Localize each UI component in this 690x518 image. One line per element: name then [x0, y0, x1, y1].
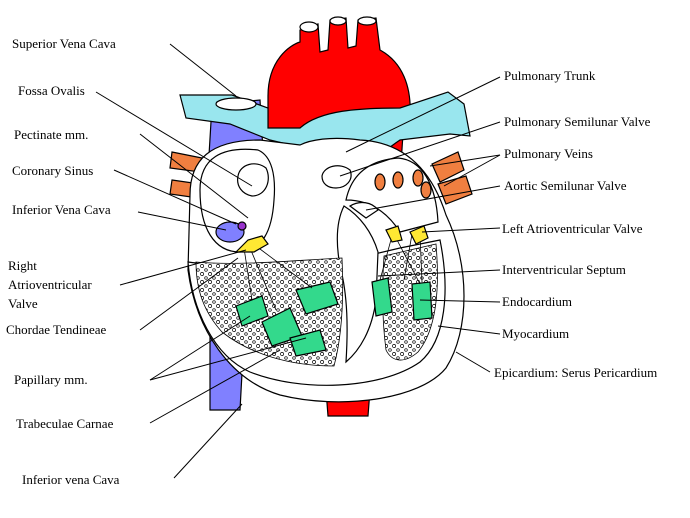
label-pulmonary-veins: Pulmonary Veins: [504, 146, 593, 161]
label-fossa-ovalis: Fossa Ovalis: [18, 83, 85, 98]
left-atrioventricular-valve-1: [385, 225, 403, 243]
leader-lines: [95, 43, 501, 479]
label-myocardium: Myocardium: [502, 326, 569, 341]
papillary-muscle-3: [295, 281, 339, 315]
papillary-muscle-6: [411, 281, 433, 321]
superior-vena-cava-opening: [215, 97, 257, 111]
label-aortic-semilunar-valve: Aortic Semilunar Valve: [504, 178, 627, 193]
label-right-av-valve-line3: Valve: [8, 296, 38, 311]
aorta-branch-left-opening: [299, 21, 319, 33]
pulmonary-semilunar-valve: [321, 165, 352, 189]
aorta-branch-mid-opening: [329, 16, 347, 26]
papillary-muscle-4: [289, 329, 327, 357]
label-epicardium: Epicardium: Serus Pericardium: [494, 365, 657, 380]
fossa-ovalis: [237, 163, 269, 197]
label-pulmonary-trunk: Pulmonary Trunk: [504, 68, 596, 83]
label-endocardium: Endocardium: [502, 294, 572, 309]
pulmonary-vein-opening-2: [392, 171, 404, 189]
label-chordae-tendineae: Chordae Tendineae: [6, 322, 107, 337]
label-pectinate-mm: Pectinate mm.: [14, 127, 88, 142]
label-right-av-valve-line1: Right: [8, 258, 37, 273]
coronary-sinus-opening: [215, 221, 245, 243]
aorta-branch-right-opening: [357, 16, 377, 26]
pulmonary-vein-opening-1: [374, 173, 386, 191]
label-papillary-mm: Papillary mm.: [14, 372, 88, 387]
label-coronary-sinus: Coronary Sinus: [12, 163, 93, 178]
aortic-semilunar-valve: [348, 201, 379, 219]
label-right-av-valve-line2: Atrioventricular: [8, 277, 92, 292]
label-superior-vena-cava: Superior Vena Cava: [12, 36, 116, 51]
pulmonary-vein-opening-4: [420, 181, 432, 199]
label-pulmonary-semilunar-valve: Pulmonary Semilunar Valve: [504, 114, 651, 129]
coronary-sinus-dot: [237, 221, 247, 231]
pulmonary-vein-right-upper: [431, 151, 465, 183]
label-trabeculae-carnae: Trabeculae Carnae: [16, 416, 114, 431]
left-atrioventricular-valve-2: [409, 225, 429, 245]
label-inferior-vena-cava: Inferior Vena Cava: [12, 202, 111, 217]
right-atrioventricular-valve: [234, 235, 269, 253]
interventricular-septum: [336, 205, 379, 364]
label-interventricular-septum: Interventricular Septum: [502, 262, 626, 277]
pulmonary-vein-opening-3: [412, 169, 424, 187]
papillary-muscle-5: [371, 277, 393, 317]
papillary-muscle-1: [235, 295, 269, 327]
label-inferior-vena-cava-lower: Inferior vena Cava: [22, 472, 120, 487]
label-left-av-valve: Left Atrioventricular Valve: [502, 221, 643, 236]
